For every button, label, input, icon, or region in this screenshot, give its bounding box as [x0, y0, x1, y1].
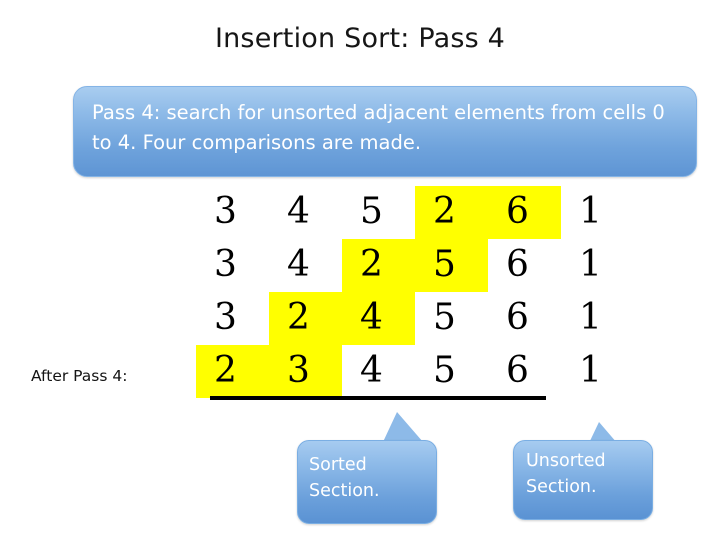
unsorted-callout-bubble	[513, 440, 653, 520]
unsorted-callout-line2: Section.	[526, 477, 597, 497]
grid-row: 3 2 4 5 6 1	[196, 292, 616, 345]
sorted-callout-text: Sorted Section.	[309, 452, 433, 504]
grid-cell: 1	[561, 186, 634, 239]
callout-tail-icon	[383, 412, 423, 442]
grid-cell: 6	[488, 345, 561, 398]
grid-cell-highlighted: 2	[415, 186, 488, 239]
grid-cell-value: 6	[506, 191, 529, 232]
grid-cell-value: 4	[360, 297, 383, 338]
grid-cell: 1	[561, 345, 634, 398]
grid-cell-value: 5	[433, 350, 456, 391]
sorted-callout-bubble	[297, 440, 437, 524]
grid-cell: 1	[561, 239, 634, 292]
grid-cell: 6	[488, 239, 561, 292]
grid-cell-highlighted: 2	[269, 292, 342, 345]
grid-cell-value: 6	[506, 350, 529, 391]
grid-cell: 1	[561, 292, 634, 345]
grid-cell: 4	[342, 345, 415, 398]
grid-row: 3 4 5 2 6 1	[196, 186, 616, 239]
grid-cell-highlighted: 5	[415, 239, 488, 292]
grid-cell-value: 3	[214, 244, 237, 285]
grid-cell: 4	[269, 186, 342, 239]
grid-cell-value: 1	[579, 297, 602, 338]
grid-row: 3 4 2 5 6 1	[196, 239, 616, 292]
grid-cell-value: 2	[360, 244, 383, 285]
unsorted-callout-line1: Unsorted	[526, 451, 606, 471]
grid-cell-value: 1	[579, 350, 602, 391]
grid-row: 2 3 4 5 6 1	[196, 345, 616, 398]
sorted-callout-line2: Section.	[309, 481, 380, 501]
grid-cell-highlighted: 4	[342, 292, 415, 345]
grid-cell-value: 2	[287, 297, 310, 338]
grid-cell-value: 3	[214, 297, 237, 338]
grid-cell-value: 5	[433, 297, 456, 338]
grid-cell-value: 1	[579, 244, 602, 285]
sorted-region-underline	[210, 396, 546, 400]
grid-cell-value: 2	[214, 350, 237, 391]
grid-cell: 4	[269, 239, 342, 292]
grid-cell-highlighted: 6	[488, 186, 561, 239]
insertion-sort-grid: 3 4 5 2 6 1 3 4 2 5 6 1 3 2 4 5 6 1 2 3 4 5 6 1	[196, 186, 616, 398]
grid-cell-value: 4	[287, 244, 310, 285]
grid-cell: 3	[196, 292, 269, 345]
sorted-section-callout: Sorted Section.	[297, 412, 443, 526]
callout-tail-icon	[589, 422, 617, 443]
grid-cell-value: 5	[433, 244, 456, 285]
grid-cell: 6	[488, 292, 561, 345]
grid-cell-value: 3	[214, 191, 237, 232]
grid-cell-highlighted: 2	[342, 239, 415, 292]
description-callout-text: Pass 4: search for unsorted adjacent ele…	[92, 101, 665, 154]
sorted-callout-line1: Sorted	[309, 455, 367, 475]
grid-cell-value: 3	[287, 350, 310, 391]
grid-cell: 3	[196, 186, 269, 239]
grid-cell-value: 2	[433, 191, 456, 232]
grid-cell: 5	[342, 186, 415, 239]
grid-cell-highlighted: 2	[196, 345, 269, 398]
grid-cell-value: 4	[287, 191, 310, 232]
page-title: Insertion Sort: Pass 4	[214, 23, 506, 54]
grid-cell-value: 6	[506, 297, 529, 338]
grid-cell: 5	[415, 292, 488, 345]
grid-cell: 3	[196, 239, 269, 292]
grid-cell-value: 4	[360, 350, 383, 391]
unsorted-callout-text: Unsorted Section.	[526, 448, 650, 500]
after-pass-label: After Pass 4:	[31, 367, 128, 385]
grid-cell-value: 5	[360, 191, 383, 232]
unsorted-section-callout: Unsorted Section.	[513, 422, 659, 522]
grid-cell-value: 1	[579, 191, 602, 232]
grid-cell-highlighted: 3	[269, 345, 342, 398]
grid-cell: 5	[415, 345, 488, 398]
grid-cell-value: 6	[506, 244, 529, 285]
description-callout: Pass 4: search for unsorted adjacent ele…	[73, 86, 697, 177]
